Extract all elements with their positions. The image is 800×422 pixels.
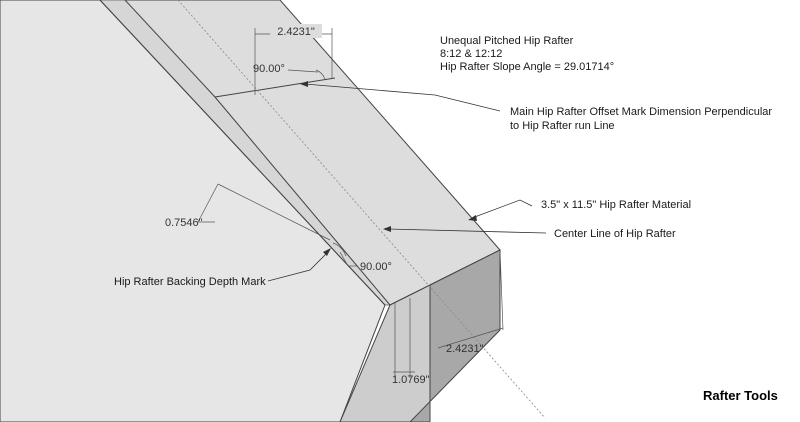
backing-edge	[124, 0, 216, 98]
material-leader	[471, 199, 533, 219]
end-dim-ext-top	[499, 249, 504, 331]
backing-mark-arrow	[323, 248, 331, 256]
offset-mark-leader	[304, 83, 501, 112]
top-width-dimension: 2.4231"	[277, 26, 315, 38]
offset-mark-line	[214, 77, 336, 98]
material-arrow	[468, 215, 477, 221]
title-line-2: 8:12 & 12:12	[440, 48, 502, 60]
backing-mark-callout: Hip Rafter Backing Depth Mark	[114, 276, 266, 288]
rafter-end-face	[339, 284, 431, 422]
offset-mark-arrow	[300, 81, 308, 87]
title-line-3: Hip Rafter Slope Angle = 29.01714°	[440, 61, 614, 73]
center-line	[177, 0, 546, 419]
center-line-leader	[387, 228, 547, 234]
top-angle-leader	[287, 69, 319, 73]
brand-label: Rafter Tools	[703, 388, 778, 403]
backing-dim-ext-top	[217, 183, 331, 241]
end-dim-line	[437, 327, 504, 349]
top-dim-text-bg	[270, 24, 322, 38]
backing-dim-line	[197, 183, 219, 223]
end-depth-dimension: 1.0769"	[392, 374, 430, 386]
end-width-dimension: 2.4231"	[446, 343, 484, 355]
center-line-arrow	[383, 226, 391, 232]
rafter-left-face	[0, 0, 386, 422]
backing-line	[99, 0, 386, 306]
backing-depth-dimension: 0.7546"	[165, 217, 203, 229]
backing-angle-leader	[339, 251, 349, 267]
title-line-1: Unequal Pitched Hip Rafter	[440, 35, 574, 47]
backing-mark-leader	[267, 251, 329, 282]
backing-angle-dimension: 90.00°	[360, 261, 392, 273]
material-callout: 3.5" x 11.5" Hip Rafter Material	[541, 199, 691, 211]
center-line-callout: Center Line of Hip Rafter	[554, 228, 676, 240]
offset-mark-callout-1: Main Hip Rafter Offset Mark Dimension Pe…	[510, 106, 772, 118]
top-angle-dimension: 90.00°	[253, 63, 285, 75]
offset-mark-callout-2: to Hip Rafter run Line	[510, 120, 615, 132]
top-angle-arc	[315, 69, 326, 80]
backing-angle-arc	[332, 242, 347, 257]
